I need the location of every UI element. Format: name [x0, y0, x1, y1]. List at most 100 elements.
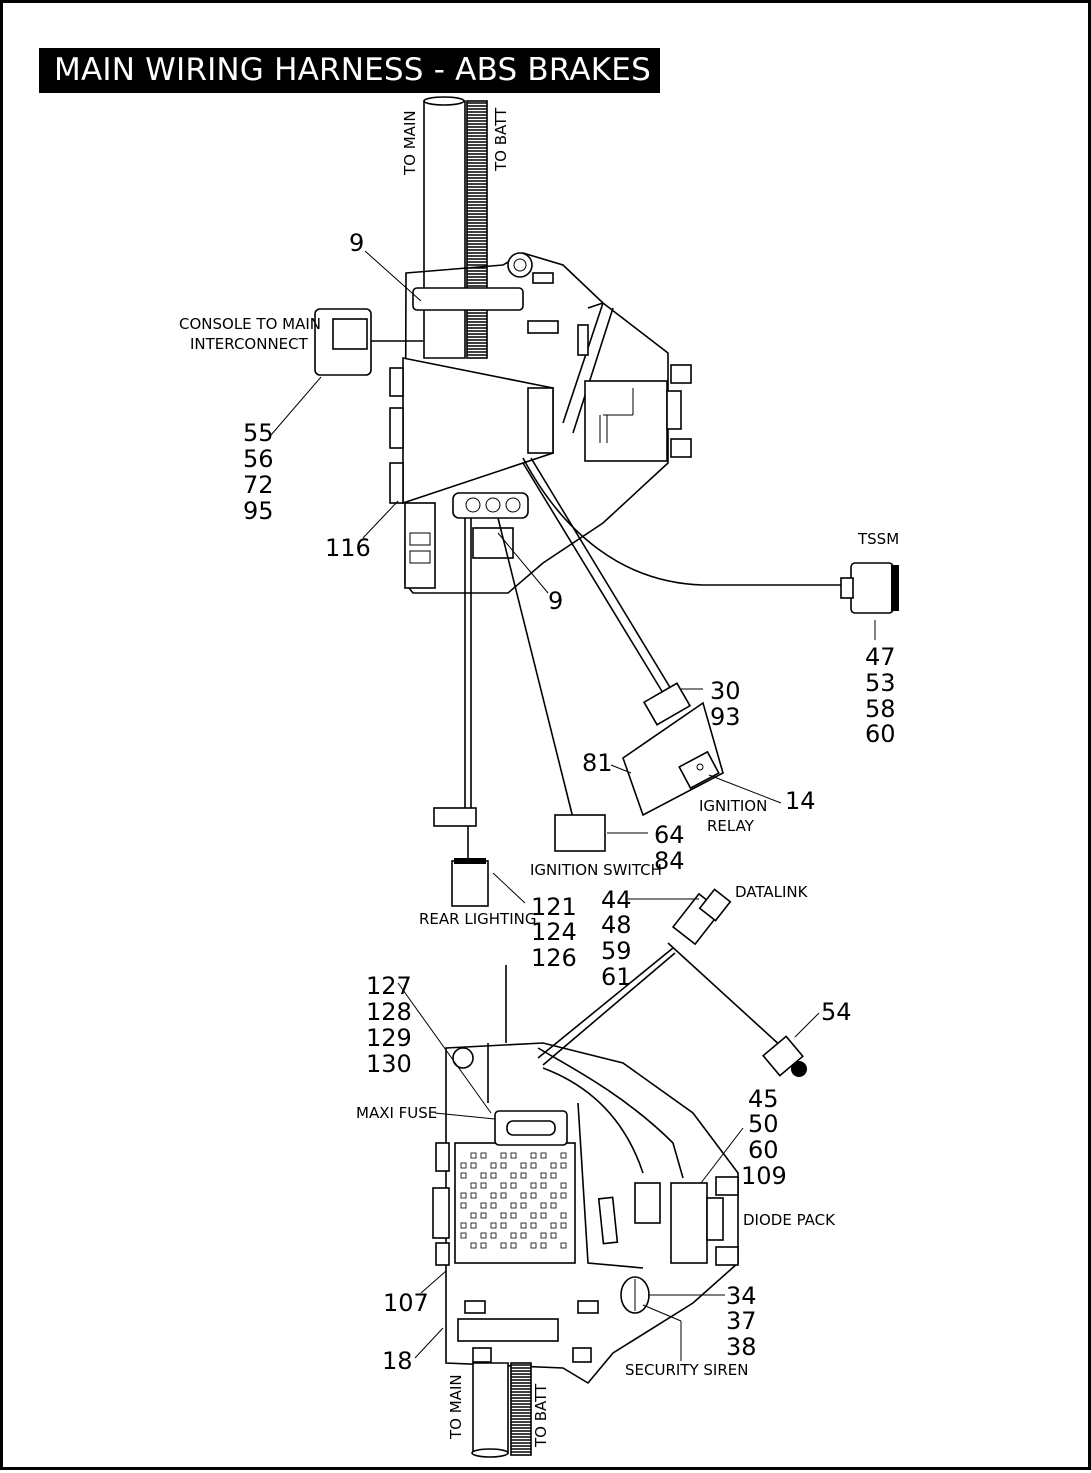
lower-left-connector-b	[432, 1187, 450, 1239]
label-console-line2: INTERCONNECT	[190, 335, 309, 353]
fuse-slot	[560, 1242, 567, 1249]
label-ignition-switch: IGNITION SWITCH	[530, 861, 662, 879]
fuse-slot	[490, 1232, 497, 1239]
fuse-slot	[500, 1152, 507, 1159]
fuse-slot	[530, 1222, 537, 1229]
callout-44: 44	[601, 886, 632, 914]
callout-14: 14	[785, 787, 816, 815]
text-labels: TO MAIN TO BATT CONSOLE TO MAIN INTERCON…	[179, 107, 899, 1448]
rear-lighting-connector	[451, 860, 489, 907]
label-to-batt-top: TO BATT	[492, 107, 510, 172]
upper-main-trunk-end	[423, 96, 465, 106]
upper-fuse-slot-b	[409, 550, 431, 564]
tssm-wire	[522, 457, 843, 586]
fuse-slot	[560, 1222, 567, 1229]
leader-55	[270, 376, 322, 436]
fuse-slot	[500, 1192, 507, 1199]
lower-foot-b	[572, 1347, 592, 1363]
upper-fuse-slot-a	[409, 532, 431, 546]
fuse-slot	[490, 1222, 497, 1229]
callout-107: 107	[383, 1289, 429, 1317]
upper-mount-hole	[507, 252, 533, 278]
fuse-slot	[460, 1232, 467, 1239]
callout-58: 58	[865, 695, 896, 723]
console-interconnect-face	[332, 318, 368, 350]
connector-54	[762, 1035, 804, 1077]
fuse-slot	[480, 1152, 487, 1159]
callout-81: 81	[582, 749, 613, 777]
upper-side-tab	[666, 390, 682, 430]
upper-loom-cover-end	[527, 387, 554, 454]
lower-left-connector-a	[435, 1142, 450, 1172]
upper-side-module	[584, 380, 668, 462]
lower-foot-a	[472, 1347, 492, 1363]
callout-126: 126	[531, 944, 577, 972]
leader-18	[414, 1327, 444, 1359]
tssm-connector-boot	[840, 577, 854, 599]
fuse-slot	[560, 1212, 567, 1219]
leader-121	[492, 872, 526, 904]
rear-lighting-clip	[433, 807, 477, 827]
label-diode-pack: DIODE PACK	[743, 1211, 836, 1229]
fuse-slot	[500, 1182, 507, 1189]
callout-127: 127	[366, 972, 412, 1000]
fuse-slot	[470, 1222, 477, 1229]
datalink-wire	[537, 947, 676, 1066]
lower-bracket-outline	[445, 1042, 739, 1385]
callout-116: 116	[325, 534, 371, 562]
fuse-slot	[500, 1212, 507, 1219]
callout-60-tssm: 60	[865, 720, 896, 748]
fuse-slot	[510, 1202, 517, 1209]
label-ignition-relay-line2: RELAY	[707, 817, 755, 835]
upper-side-stud-bottom	[670, 438, 692, 458]
fuse-slot	[470, 1152, 477, 1159]
lower-main-trunk	[472, 1362, 509, 1454]
upper-cable-clamp	[412, 287, 524, 311]
fuse-slot	[560, 1182, 567, 1189]
label-to-main-top: TO MAIN	[401, 110, 419, 176]
fuse-slot	[500, 1222, 507, 1229]
fuse-slot	[520, 1202, 527, 1209]
leader-lines	[270, 250, 876, 1361]
upper-lower-pin-a	[465, 497, 481, 513]
fuse-slot	[480, 1202, 487, 1209]
fuse-slot	[530, 1242, 537, 1249]
label-datalink: DATALINK	[735, 883, 809, 901]
callout-54: 54	[821, 998, 852, 1026]
label-tssm: TSSM	[857, 530, 899, 548]
tssm-connector-seal	[891, 565, 899, 611]
fuse-slot	[490, 1192, 497, 1199]
siren-feed-wire	[667, 942, 784, 1049]
callout-109: 109	[741, 1162, 787, 1190]
fuse-slot	[490, 1202, 497, 1209]
fuse-slot	[530, 1152, 537, 1159]
callout-9-lower: 9	[548, 587, 563, 615]
callout-129: 129	[366, 1024, 412, 1052]
fuse-slot	[490, 1162, 497, 1169]
callout-93: 93	[710, 703, 741, 731]
fuse-slot	[540, 1182, 547, 1189]
callout-37: 37	[726, 1307, 757, 1335]
wiring-harness-drawing: TO MAIN TO BATT CONSOLE TO MAIN INTERCON…	[179, 96, 899, 1458]
fuse-slot	[480, 1212, 487, 1219]
ignition-relay-body	[622, 701, 724, 817]
ignition-relay-dot	[696, 763, 704, 771]
fuse-slot	[540, 1172, 547, 1179]
fuse-slot	[530, 1162, 537, 1169]
fuse-slot	[520, 1162, 527, 1169]
fuse-slot	[460, 1222, 467, 1229]
label-to-main-bottom: TO MAIN	[447, 1374, 465, 1440]
fuse-slot	[550, 1232, 557, 1239]
fuse-slot	[510, 1232, 517, 1239]
fuse-slot	[470, 1162, 477, 1169]
callout-50: 50	[748, 1110, 779, 1138]
leader-127	[397, 982, 492, 1114]
callout-130: 130	[366, 1050, 412, 1078]
callout-84: 84	[654, 847, 685, 875]
fuse-slot	[460, 1172, 467, 1179]
fuse-slot	[520, 1172, 527, 1179]
upper-left-connector-b	[389, 407, 404, 449]
fuse-slot	[510, 1172, 517, 1179]
ignition-switch-wire	[497, 517, 574, 819]
fuse-slot	[560, 1162, 567, 1169]
